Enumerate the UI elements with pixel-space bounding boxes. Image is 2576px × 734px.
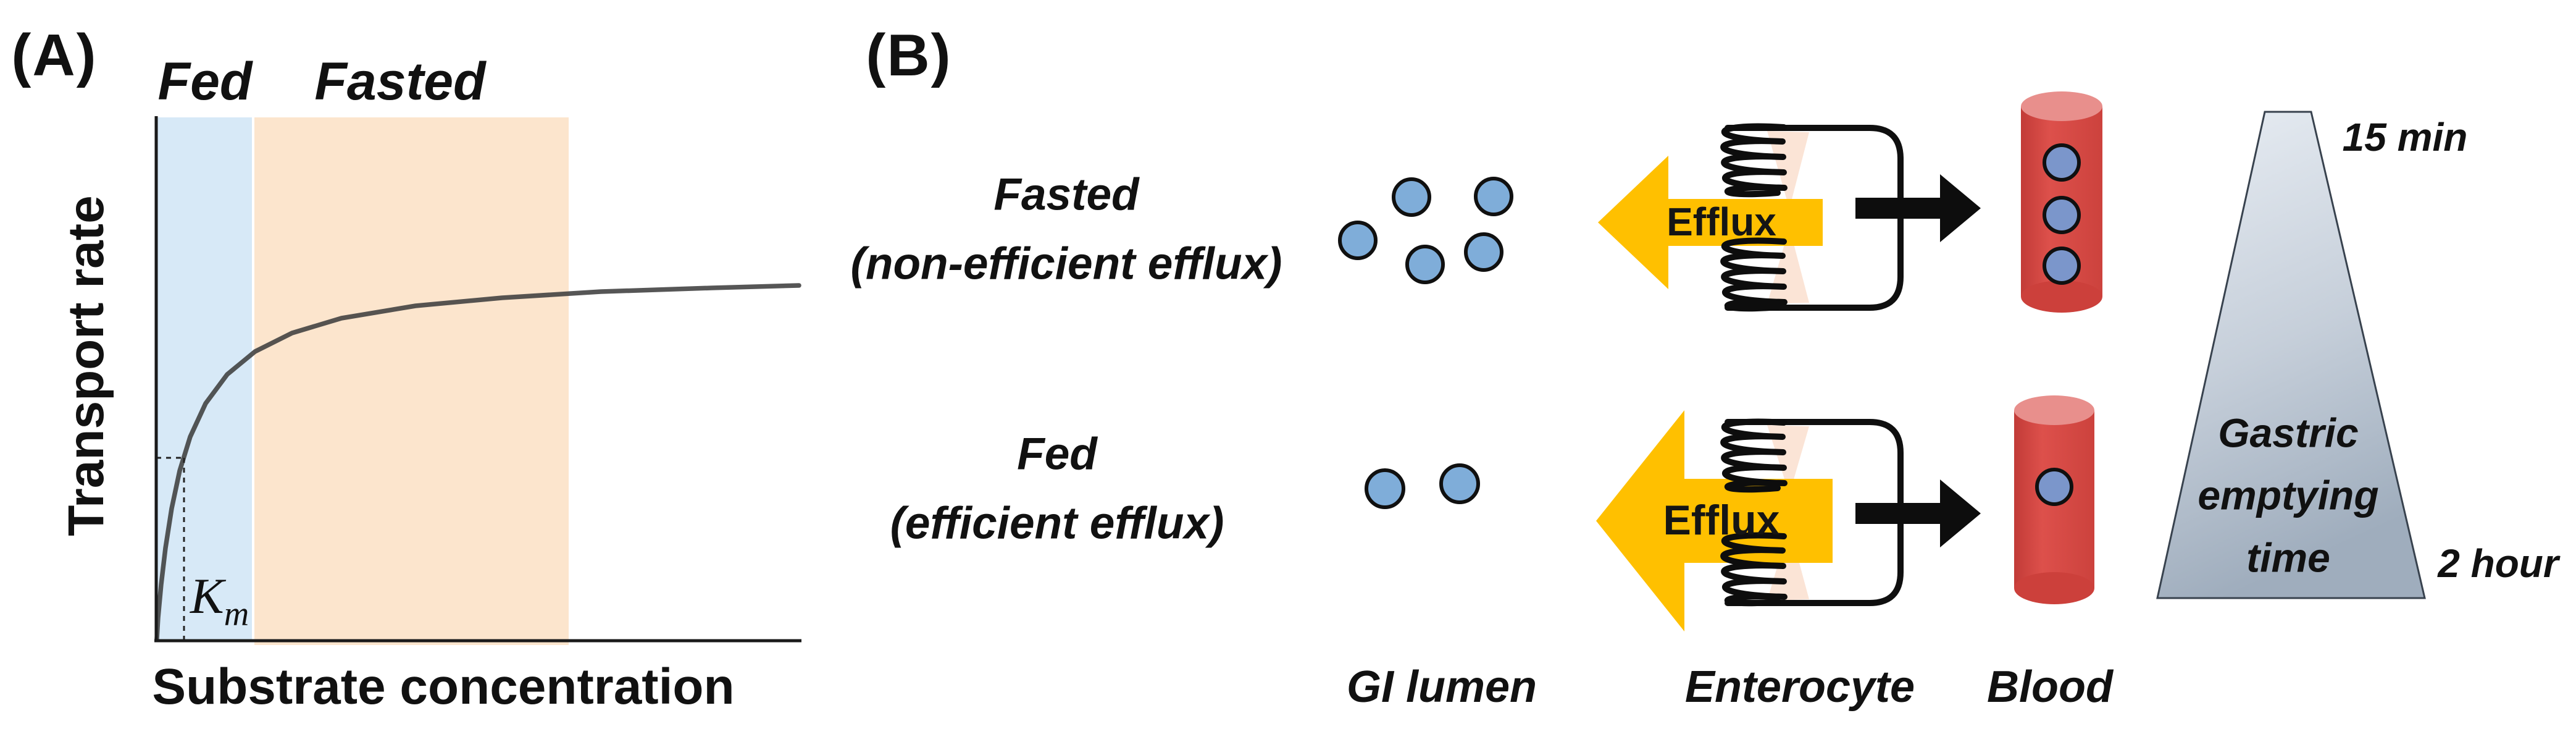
drug-dot-icon	[1464, 232, 1503, 272]
drug-dot-icon	[1338, 221, 1378, 260]
gastric-emptying-line-3: time	[2246, 534, 2330, 581]
fed-qualifier-label: (efficient efflux)	[890, 498, 1224, 549]
drug-dot-icon	[1474, 177, 1513, 216]
y-axis-label: Transport rate	[58, 195, 114, 536]
drug-dot-icon	[1405, 245, 1445, 284]
km-symbol: K	[190, 568, 224, 624]
blood-drug-dot-icon	[2043, 247, 2081, 285]
drug-dot-icon	[1392, 177, 1431, 217]
fasted-row-graphics	[1338, 91, 2102, 313]
blood-drug-dot-icon	[2043, 196, 2081, 234]
fed-band-label: Fed	[157, 52, 253, 111]
km-annotation: Km	[190, 567, 249, 634]
fasted-qualifier-label: (non-efficient efflux)	[850, 238, 1282, 289]
efflux-arrow-fed	[1596, 410, 1833, 631]
drug-dot-icon	[1365, 468, 1405, 509]
column-label-gi-lumen: GI lumen	[1346, 662, 1537, 712]
blood-vessel-fed	[2014, 395, 2094, 604]
efflux-arrow-fasted	[1598, 156, 1823, 289]
absorption-arrow-fasted	[1855, 174, 1981, 242]
blood-vessel-bottom	[2021, 281, 2102, 313]
gastric-time-top-label: 15 min	[2342, 115, 2468, 159]
membrane-shade	[1767, 131, 1809, 209]
efflux-arrow-label-fed: Efflux	[1663, 497, 1780, 544]
gastric-emptying-line-1: Gastric	[2218, 410, 2359, 456]
blood-vessel-fasted	[2021, 91, 2102, 313]
column-label-enterocyte: Enterocyte	[1684, 662, 1915, 712]
gi-lumen-dots-fasted	[1338, 177, 1513, 284]
blood-drug-dot-icon	[2035, 468, 2073, 506]
gastric-emptying-label: Gastric emptying time	[2198, 402, 2378, 589]
panel-a-label: (A)	[11, 22, 98, 88]
blood-vessel-top	[2014, 395, 2094, 425]
x-axis-label: Substrate concentration	[152, 659, 735, 715]
fed-row-graphics	[1365, 395, 2094, 631]
drug-dot-icon	[1439, 463, 1480, 504]
gi-lumen-dots-fed	[1365, 463, 1480, 509]
blood-drug-dot-icon	[2043, 143, 2081, 182]
absorption-arrow-fed	[1855, 479, 1981, 547]
km-dashed-guides	[156, 457, 185, 641]
blood-vessel-bottom	[2014, 572, 2094, 604]
column-label-blood: Blood	[1987, 662, 2113, 712]
fasted-region-band	[254, 117, 569, 645]
fasted-condition-label: Fasted	[993, 169, 1139, 220]
fasted-band-label: Fasted	[314, 52, 486, 111]
fed-condition-label: Fed	[1017, 429, 1097, 479]
panel-b-label: (B)	[866, 22, 952, 88]
efflux-arrow-label-fasted: Efflux	[1666, 200, 1776, 244]
km-subscript: m	[224, 595, 249, 633]
membrane-shade	[1767, 425, 1809, 494]
gastric-emptying-funnel	[2156, 111, 2426, 599]
fed-region-band	[157, 117, 252, 642]
blood-vessel-top	[2021, 91, 2102, 121]
transport-rate-curve	[154, 283, 801, 641]
gastric-emptying-line-2: emptying	[2198, 472, 2379, 518]
gastric-time-bottom-label: 2 hour	[2438, 541, 2559, 586]
